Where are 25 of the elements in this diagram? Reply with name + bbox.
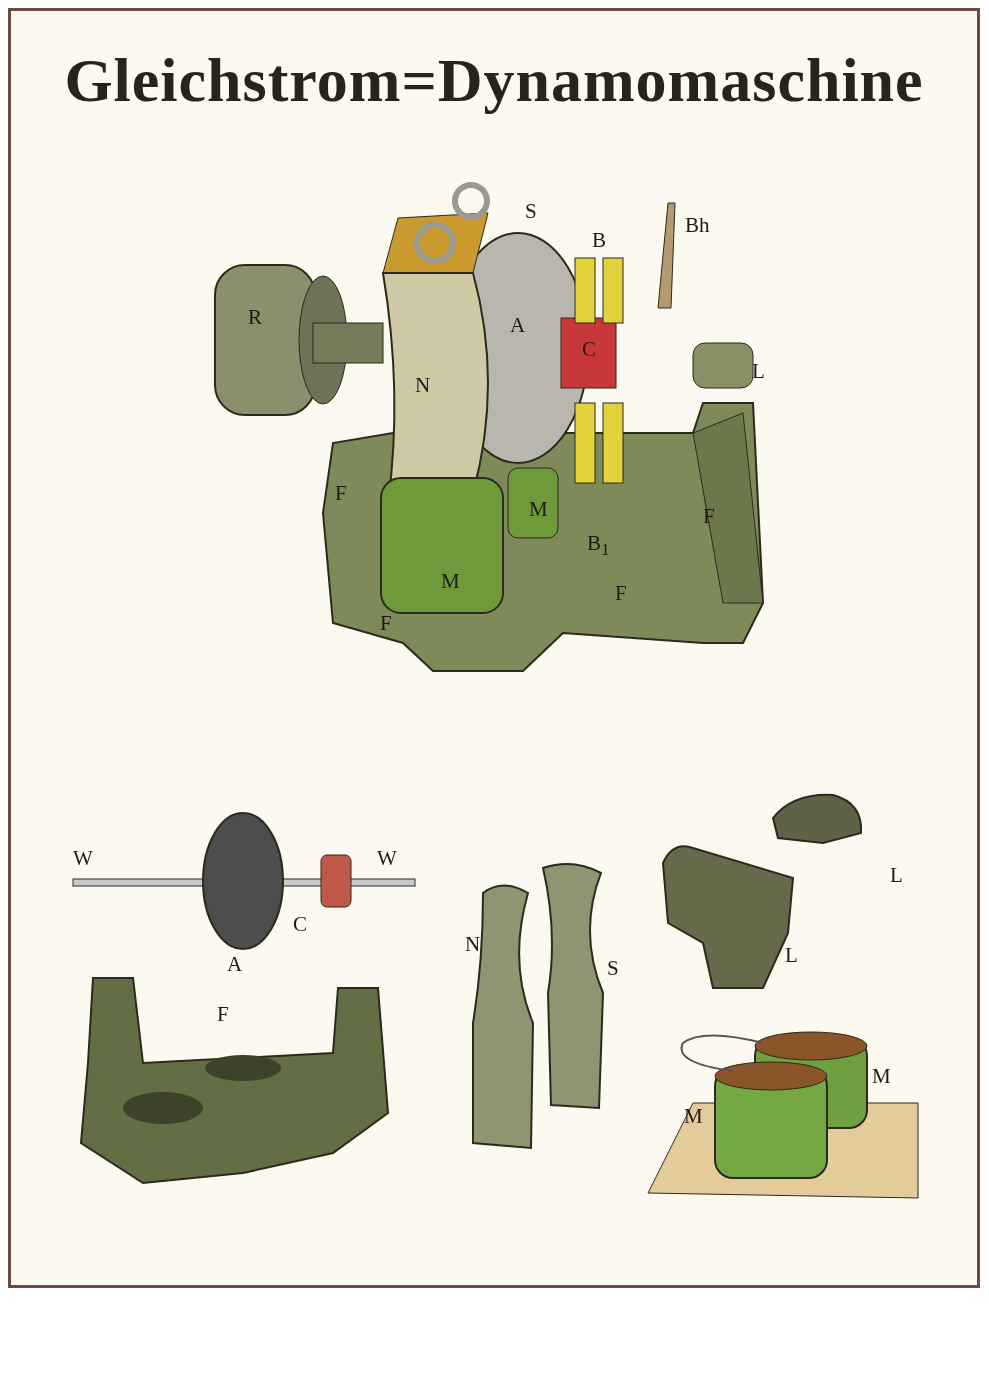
part-label: F [380,611,392,635]
part-label: A [227,952,243,976]
part-label: F [703,504,715,528]
part-label: A [510,313,526,337]
part-label: L [785,943,798,967]
part-label: M [529,497,548,521]
part-label: R [248,305,262,329]
part-label: M [872,1064,891,1088]
part-label: S [607,956,619,980]
part-label: Bh [685,213,710,237]
part-label: L [890,863,903,887]
part-label: W [377,846,397,870]
part-label: F [615,581,627,605]
part-label: N [415,373,431,397]
part-label: C [582,337,596,361]
part-label: F [335,481,347,505]
part-label: C [293,912,307,936]
part-label: N [465,932,481,956]
title: Gleichstrom=Dynamomaschine [63,45,925,116]
part-label: W [73,846,93,870]
part-label: M [441,569,460,593]
part-label: F [217,1002,229,1026]
part-label: B [592,228,606,252]
part-label: B$_{1}$ [587,531,610,562]
part-label: S [525,199,537,223]
